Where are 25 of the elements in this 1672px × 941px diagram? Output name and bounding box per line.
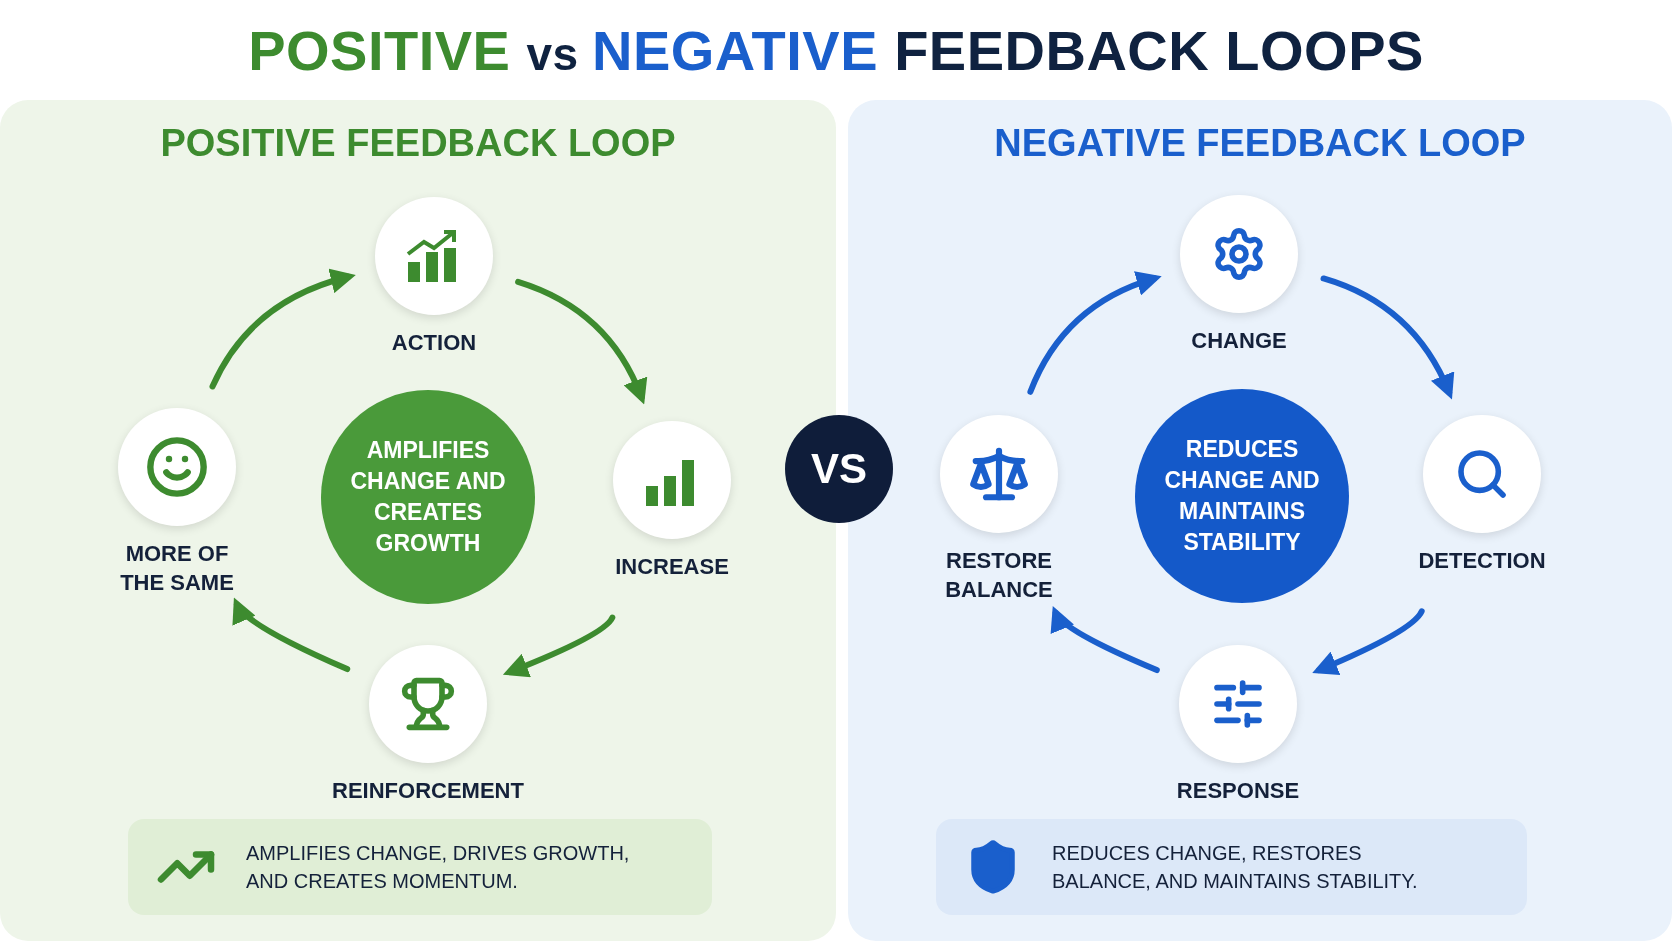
panel-heading: POSITIVE FEEDBACK LOOP (159, 122, 677, 165)
arrow (502, 614, 616, 678)
arrow (1027, 271, 1162, 395)
arrow (515, 278, 647, 405)
panel-heading: NEGATIVE FEEDBACK LOOP (993, 122, 1527, 165)
arrow (209, 269, 356, 390)
arrow (233, 598, 351, 673)
arrow (1051, 606, 1160, 674)
step-label: ACTION (391, 329, 477, 357)
step-label: RESTORE BALANCE (944, 547, 1054, 604)
step-label: REINFORCEMENT (332, 777, 524, 805)
step-label: DETECTION (1418, 547, 1546, 575)
title: POSITIVE vs NEGATIVE FEEDBACK LOOPS (247, 18, 1425, 83)
arrow (1320, 275, 1454, 400)
note-box (128, 819, 712, 915)
summary-circle: AMPLIFIES CHANGE AND CREATES GROWTH (321, 390, 535, 604)
note-text: REDUCES CHANGE, RESTORES BALANCE, AND MAINTAINS STABILITY. (1052, 841, 1419, 894)
note-text: AMPLIFIES CHANGE, DRIVES GROWTH, AND CREATES MOMENTUM. (246, 841, 631, 894)
step-label: RESPONSE (1176, 777, 1300, 805)
summary-circle: REDUCES CHANGE AND MAINTAINS STABILITY (1135, 389, 1349, 603)
step-label: MORE OF THE SAME (119, 540, 235, 597)
step-label: INCREASE (615, 553, 729, 581)
step-label: CHANGE (1191, 327, 1287, 355)
note-box (936, 819, 1527, 915)
arrow (1312, 608, 1425, 675)
